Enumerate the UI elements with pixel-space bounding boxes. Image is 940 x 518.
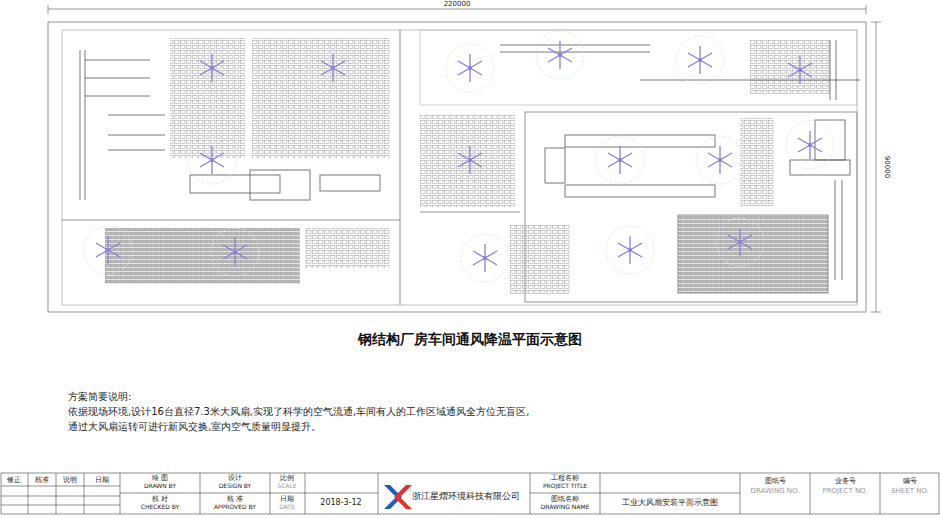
table-cell: 核 准 <box>227 495 243 503</box>
table-cell: 设计 <box>228 474 242 482</box>
table-cell: DRAWING NAME <box>541 504 590 511</box>
table-cell: 日期 <box>95 476 109 484</box>
dimension-text: 90000 <box>883 154 891 180</box>
table-cell: 工程名称 <box>551 474 579 482</box>
fan <box>309 44 357 92</box>
dimension-lines <box>48 5 881 312</box>
date-value: 2018-3-12 <box>320 498 361 507</box>
company-logo <box>384 485 412 509</box>
fan <box>676 36 724 84</box>
table-cell: 修正 <box>7 476 21 484</box>
fan <box>446 136 494 184</box>
table-cell: SCALE <box>277 483 296 490</box>
table-cell: APPROVED BY <box>214 504 256 511</box>
table-cell: 编号 <box>903 477 917 485</box>
fan <box>188 44 236 92</box>
table-cell: DATE <box>279 504 295 511</box>
table-cell: 比例 <box>280 474 294 482</box>
table-cell: 图纸名称 <box>551 495 579 503</box>
dimension-text: 220000 <box>442 0 473 8</box>
table-cell: SHEET NO. <box>891 487 929 495</box>
note-heading: 方案简要说明: <box>68 391 131 403</box>
table-cell: 核准 <box>35 476 49 484</box>
building-outline <box>48 22 866 312</box>
table-cell: 核 对 <box>152 495 168 503</box>
drawing-name: 工业大风扇安装平面示意图 <box>622 498 718 507</box>
table-cell: DRAWN BY <box>144 483 176 490</box>
table-cell: 业务号 <box>835 477 856 485</box>
company-name: 浙江星熠环境科技有限公司 <box>412 491 520 501</box>
fan <box>211 228 259 276</box>
fan <box>446 44 494 92</box>
fan <box>606 226 654 274</box>
table-cell: 图纸号 <box>765 477 786 485</box>
title-block <box>1 473 939 514</box>
table-cell: CHECKED BY <box>141 504 179 511</box>
fan <box>461 234 509 282</box>
fan <box>696 136 744 184</box>
fan <box>84 226 132 274</box>
industrial-fans <box>84 31 834 282</box>
drawing-title: 钢结构厂房车间通风降温平面示意图 <box>358 331 582 347</box>
fan <box>536 31 584 79</box>
table-cell: 日期 <box>280 495 294 503</box>
table-cell: 绘 图 <box>152 474 168 482</box>
table-cell: PROJECT NO. <box>822 487 867 495</box>
table-cell: DESIGN BY <box>219 483 252 490</box>
fan <box>786 121 834 169</box>
fan <box>776 46 824 94</box>
note-text: 通过大风扇运转可进行新风交换,室内空气质量明显提升。 <box>68 421 321 433</box>
fan <box>716 218 764 266</box>
fan <box>188 136 236 184</box>
storage-racks <box>105 38 830 295</box>
table-cell: DRAWING NO. <box>751 487 800 495</box>
production-lines <box>80 40 860 280</box>
fan <box>596 136 644 184</box>
table-cell: PROJECT TITLE <box>543 483 587 490</box>
note-text: 依据现场环境,设计16台直径7.3米大风扇,实现了科学的空气流通,车间有人的工作… <box>68 406 529 418</box>
table-cell: 说明 <box>63 476 77 484</box>
